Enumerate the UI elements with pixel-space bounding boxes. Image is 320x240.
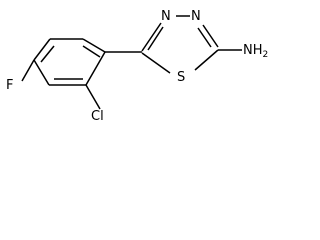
bond-c2-c1 bbox=[85, 51, 106, 86]
bond-s1-c5 bbox=[141, 52, 171, 74]
bond-c4-f bbox=[21, 59, 35, 82]
atom-label-nh: NH bbox=[243, 43, 263, 58]
bond-c4-c3 bbox=[33, 59, 50, 86]
bond-n3-c2-outer bbox=[202, 24, 219, 48]
atom-label-s1: S bbox=[177, 70, 185, 85]
molecule-diagram: N N S NH2 Cl F bbox=[6, 9, 269, 124]
molecule-structure-svg: N N S NH2 Cl F bbox=[6, 9, 268, 124]
bond-c2-cl bbox=[85, 84, 101, 110]
bond-c5-c4-inner bbox=[40, 45, 55, 63]
atom-label-f: F bbox=[6, 78, 13, 93]
bond-n3-c2-inner bbox=[197, 27, 212, 48]
atom-label-n4: N bbox=[161, 9, 171, 24]
atom-label-nh2-subscript: 2 bbox=[263, 50, 269, 60]
bond-c5-c4-outer bbox=[33, 38, 51, 61]
bond-c5-n4-outer bbox=[141, 22, 162, 52]
bond-c5-n4-inner bbox=[147, 26, 164, 51]
bond-c1-c6-outer bbox=[82, 38, 106, 53]
bond-c1-c6-inner bbox=[82, 45, 101, 58]
atom-label-n3: N bbox=[191, 9, 201, 24]
bond-c2-s1 bbox=[194, 49, 219, 71]
atom-label-cl: Cl bbox=[91, 109, 104, 124]
atom-label-nh2: NH2 bbox=[243, 43, 268, 60]
